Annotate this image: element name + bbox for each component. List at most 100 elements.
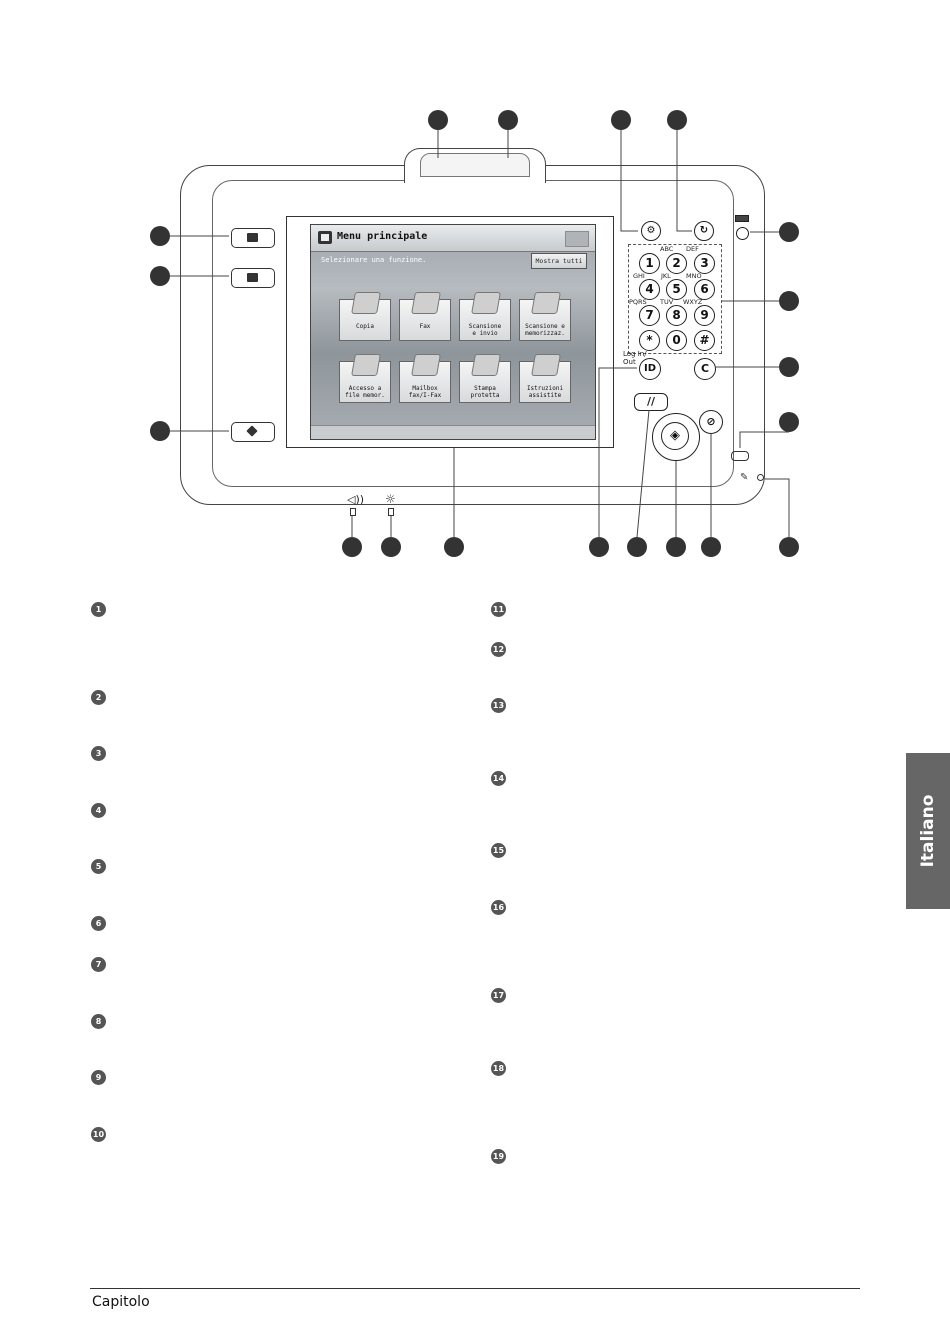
key-8[interactable]: 8 <box>666 305 687 326</box>
key-star[interactable]: * <box>639 330 660 351</box>
log-in-out-label: Log In/ Out <box>623 350 647 366</box>
callout-marker <box>444 537 464 557</box>
tile-label: Fax <box>419 323 431 330</box>
clear-key[interactable]: C <box>694 358 716 380</box>
touch-panel-display[interactable]: Menu principale Selezionare una funzione… <box>310 224 596 440</box>
stop-key[interactable]: ⊘ <box>699 410 723 434</box>
key-0[interactable]: 0 <box>666 330 687 351</box>
tile-copy[interactable]: Copia <box>339 292 391 341</box>
callout-marker <box>150 266 170 286</box>
screen-title-bar: Menu principale <box>311 225 595 252</box>
footer-rule <box>90 1288 860 1289</box>
screen-instruction: Selezionare una funzione. <box>321 256 427 264</box>
callout-marker <box>779 291 799 311</box>
callout-marker <box>611 110 631 130</box>
screen-settings-button[interactable] <box>565 231 589 247</box>
callout-marker <box>701 537 721 557</box>
key-letters: GHI <box>633 272 645 280</box>
key-3[interactable]: 3 <box>694 253 715 274</box>
screen-title: Menu principale <box>337 231 428 242</box>
legend-number: 14 <box>491 771 506 786</box>
callout-marker <box>150 226 170 246</box>
pen-holder <box>757 474 764 481</box>
callout-marker <box>589 537 609 557</box>
callout-marker <box>150 421 170 441</box>
quick-menu-icon <box>247 273 258 282</box>
key-hash[interactable]: # <box>694 330 715 351</box>
callout-marker <box>666 537 686 557</box>
tile-fax-inbox[interactable]: Mailbox fax/I-Fax <box>399 354 451 403</box>
key-letters: MNO <box>686 272 702 280</box>
callout-marker <box>667 110 687 130</box>
main-menu-button[interactable] <box>231 228 275 248</box>
legend-number: 2 <box>91 690 106 705</box>
legend-number: 19 <box>491 1149 506 1164</box>
key-letters: JKL <box>661 272 671 280</box>
callout-marker <box>342 537 362 557</box>
legend-number: 3 <box>91 746 106 761</box>
legend-number: 5 <box>91 859 106 874</box>
settings-registration-key[interactable]: ⚙ <box>641 221 661 241</box>
start-icon: ◈ <box>661 422 689 450</box>
tile-label: Scansione e invio <box>468 323 502 337</box>
legend-number: 7 <box>91 957 106 972</box>
key-letters: WXYZ <box>683 298 703 306</box>
key-7[interactable]: 7 <box>639 305 660 326</box>
callout-marker <box>779 222 799 242</box>
counter-check-key[interactable]: ↻ <box>694 221 714 241</box>
callout-marker <box>428 110 448 130</box>
key-letters: PQRS <box>629 298 647 306</box>
legend-number: 16 <box>491 900 506 915</box>
quick-menu-button[interactable] <box>231 268 275 288</box>
legend-number: 6 <box>91 916 106 931</box>
key-4[interactable]: 4 <box>639 279 660 300</box>
tile-fax[interactable]: Fax <box>399 292 451 341</box>
callout-marker <box>779 537 799 557</box>
footer-chapter: Capitolo <box>92 1294 150 1310</box>
tile-secure-print[interactable]: Stampa protetta <box>459 354 511 403</box>
tile-guide[interactable]: Istruzioni assistite <box>519 354 571 403</box>
legend-number: 17 <box>491 988 506 1003</box>
tile-label: Istruzioni assistite <box>526 385 564 399</box>
language-tab: Italiano <box>906 753 950 909</box>
tile-label: Stampa protetta <box>470 385 500 399</box>
key-9[interactable]: 9 <box>694 305 715 326</box>
legend-number: 10 <box>91 1127 106 1142</box>
legend-number: 15 <box>491 843 506 858</box>
tile-scan-store[interactable]: Scansione e memorizzaz. <box>519 292 571 341</box>
screen-status-bar <box>311 425 595 439</box>
tile-label: Copia <box>355 323 375 330</box>
volume-icon: ◁)) <box>347 493 365 506</box>
tile-label: Scansione e memorizzaz. <box>525 323 565 337</box>
energy-saver-key[interactable] <box>736 227 749 240</box>
legend-number: 9 <box>91 1070 106 1085</box>
legend-number: 8 <box>91 1014 106 1029</box>
brightness-icon: ☼ <box>385 492 396 506</box>
key-6[interactable]: 6 <box>694 279 715 300</box>
status-monitor-button[interactable] <box>231 422 275 442</box>
legend-number: 12 <box>491 642 506 657</box>
pen-icon: ✎ <box>740 472 749 483</box>
key-1[interactable]: 1 <box>639 253 660 274</box>
tile-label: Accesso a file memor. <box>345 385 385 399</box>
id-key[interactable]: ID <box>639 358 661 380</box>
battery-icon <box>735 215 749 222</box>
volume-dial[interactable] <box>350 508 356 516</box>
key-5[interactable]: 5 <box>666 279 687 300</box>
key-2[interactable]: 2 <box>666 253 687 274</box>
brightness-dial[interactable] <box>388 508 394 516</box>
callout-marker <box>381 537 401 557</box>
show-all-button[interactable]: Mostra tutti <box>531 253 587 269</box>
legend-number: 18 <box>491 1061 506 1076</box>
callout-marker <box>498 110 518 130</box>
language-tab-label: Italiano <box>918 794 938 868</box>
callout-marker <box>779 357 799 377</box>
reset-key[interactable]: // <box>634 393 668 411</box>
tile-access-stored-files[interactable]: Accesso a file memor. <box>339 354 391 403</box>
tile-scan-send[interactable]: Scansione e invio <box>459 292 511 341</box>
key-letters: TUV <box>660 298 674 306</box>
legend-number: 11 <box>491 602 506 617</box>
callout-marker <box>627 537 647 557</box>
legend-number: 4 <box>91 803 106 818</box>
legend-number: 1 <box>91 602 106 617</box>
